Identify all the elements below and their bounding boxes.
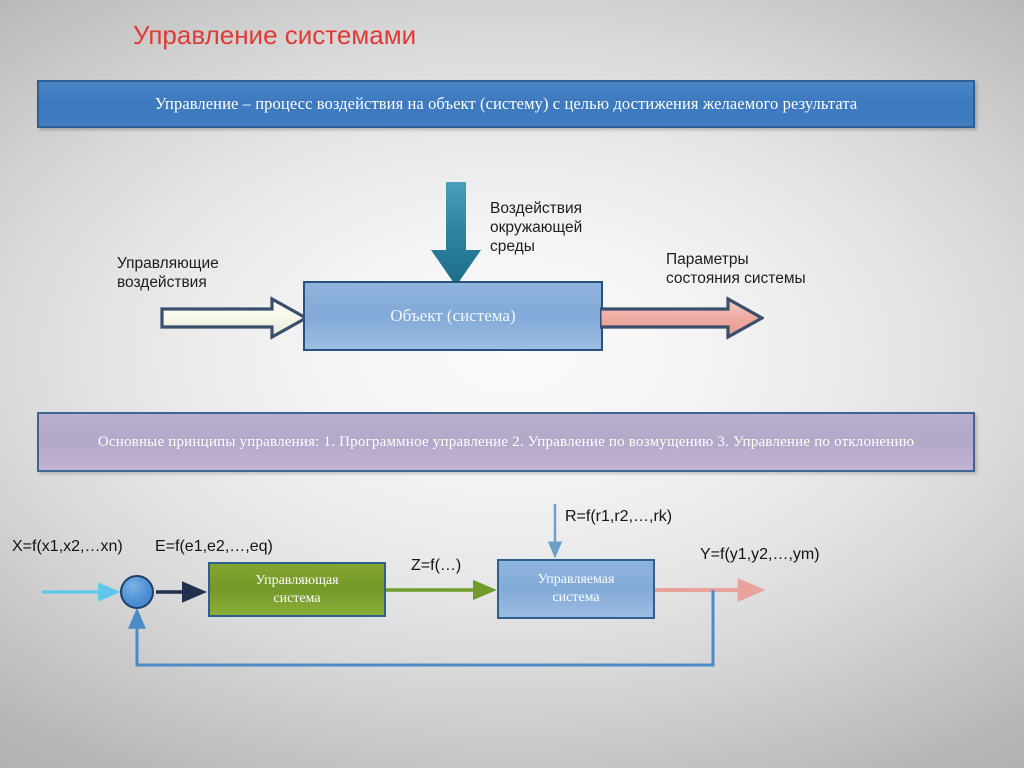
label-environment-influence: Воздействия окружающей среды <box>490 199 582 256</box>
formula-disturbance-r: R=f(r1,r2,…,rk) <box>565 508 673 525</box>
bottom-diagram-connectors <box>42 504 766 667</box>
block-arrow-down-teal-icon <box>428 182 484 288</box>
formula-input-x: X=f(x1,x2,…xn) <box>12 538 123 555</box>
label-control-actions-line1: Управляющие <box>117 255 219 272</box>
definition-banner-text: Управление – процесс воздействия на объе… <box>154 94 858 113</box>
formula-control-z: Z=f(…) <box>411 557 462 574</box>
label-control-actions-line2: воздействия <box>117 274 207 291</box>
object-system-box: Объект (система) <box>303 281 603 351</box>
controlled-system-label-line1: Управляемая <box>537 572 615 587</box>
block-arrow-right-pink-icon <box>598 296 766 340</box>
summing-junction-circle-icon <box>120 575 154 609</box>
label-environment-line3: среды <box>490 238 535 255</box>
label-state-params-line1: Параметры <box>666 251 749 268</box>
controlling-system-label-line1: Управляющая <box>255 572 339 588</box>
formula-error-e: E=f(e1,e2,…,eq) <box>155 538 273 555</box>
controlled-system-box: Управляемая система <box>497 559 655 619</box>
formula-output-y: Y=f(y1,y2,…,ym) <box>700 546 820 563</box>
label-control-actions: Управляющие воздействия <box>117 254 219 292</box>
label-environment-line2: окружающей <box>490 219 583 236</box>
page-title: Управление системами <box>133 20 417 50</box>
label-environment-line1: Воздействия <box>490 200 583 217</box>
controlling-system-box: Управляющая система <box>208 562 386 617</box>
label-state-parameters: Параметры состояния системы <box>666 250 806 288</box>
controlling-system-label-line2: система <box>273 590 321 606</box>
label-state-params-line2: состояния системы <box>666 270 806 287</box>
principles-banner: Основные принципы управления: 1. Програм… <box>37 412 975 472</box>
principles-banner-text: Основные принципы управления: 1. Програм… <box>97 433 915 450</box>
definition-banner: Управление – процесс воздействия на объе… <box>37 80 975 128</box>
object-system-label: Объект (система) <box>390 306 516 325</box>
block-arrow-right-white-icon <box>160 296 310 340</box>
controlled-system-label-line2: система <box>552 590 600 605</box>
